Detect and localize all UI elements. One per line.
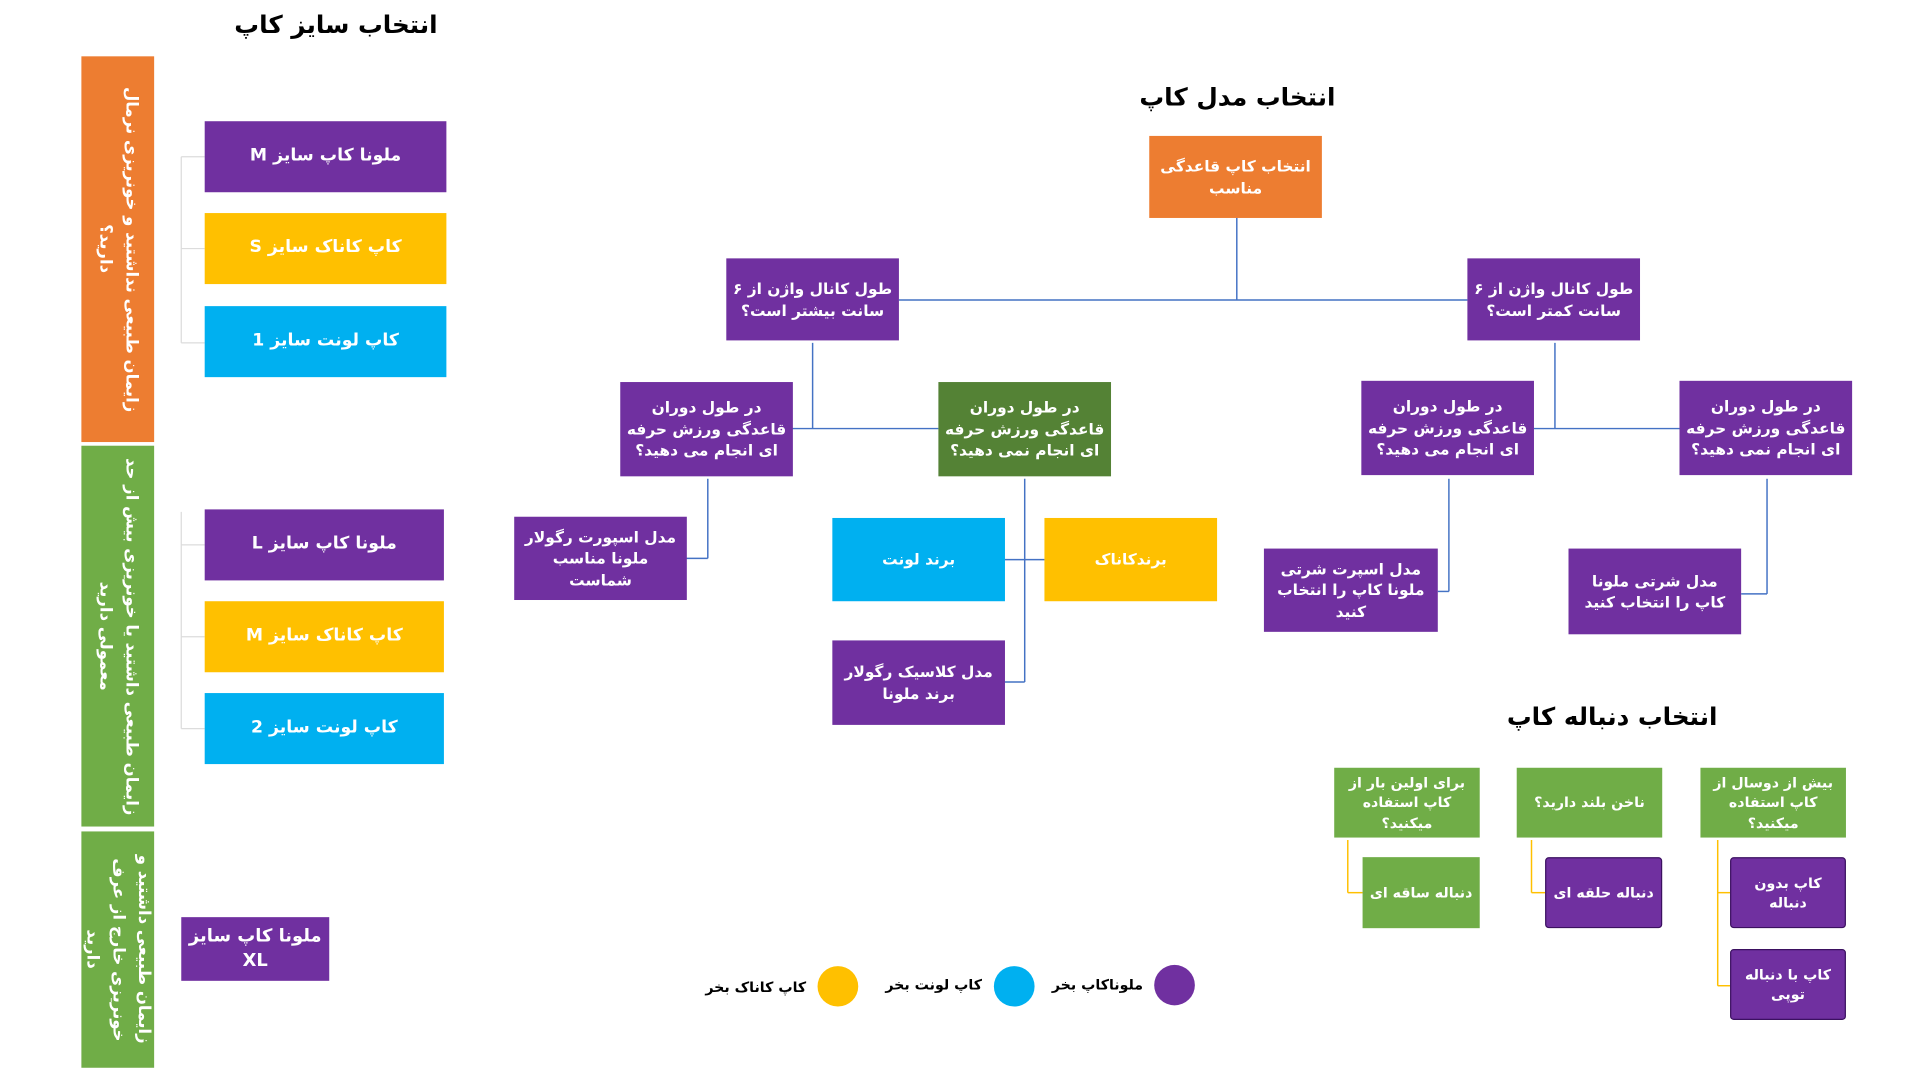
tail-question-experienced: بیش از دوسال از کاپ استفاده میکنید؟ xyxy=(1700,767,1846,838)
tail-question-long-nails: ناخن بلند دارید؟ xyxy=(1516,767,1663,838)
size-item-lunette-2: کاپ لونت سایز 2 xyxy=(204,693,444,765)
size-section-title: انتخاب سایز کاپ xyxy=(234,9,438,40)
model-root: انتخاب کاپ قاعدگی مناسب xyxy=(1149,135,1322,218)
tail-no-stem: کاپ بدون دنباله xyxy=(1730,857,1846,929)
legend-lunette-dot xyxy=(993,966,1035,1007)
size-band-2-label: زایمان طبیعی داشتید یا خونریزی بیش از حد… xyxy=(95,457,142,815)
size-band-3: زایمان طبیعی داشتید و خونریزی خارج از عر… xyxy=(81,831,155,1068)
size-item-melona-l: ملونا کاپ سایز L xyxy=(204,509,444,581)
tail-section-title: انتخاب دنباله کاپ xyxy=(1506,701,1718,732)
question-right-sport-yes: در طول دوران قاعدگی ورزش حرفه ای انجام م… xyxy=(1361,380,1534,476)
question-canal-longer: طول کانال واژن از ۶ سانت بیشتر است؟ xyxy=(726,258,899,341)
size-band-3-label: زایمان طبیعی داشتید و خونریزی خارج از عر… xyxy=(82,855,155,1045)
size-band-1: زایمان طبیعی نداشتید و خونریزی نرمال دار… xyxy=(81,56,155,443)
size-item-melona-m: ملونا کاپ سایز M xyxy=(204,121,447,193)
question-left-sport-no: در طول دوران قاعدگی ورزش حرفه ای انجام ن… xyxy=(938,382,1112,477)
question-left-sport-yes: در طول دوران قاعدگی ورزش حرفه ای انجام م… xyxy=(620,382,793,477)
result-melona-sport-regular: مدل اسپورت رگولار ملونا مناسب شماست xyxy=(514,516,687,601)
result-melona-classic: مدل کلاسیک رگولار برند ملونا xyxy=(832,640,1005,725)
size-item-melona-xl: ملونا کاپ سایز XL xyxy=(181,917,330,981)
question-right-sport-no: در طول دوران قاعدگی ورزش حرفه ای انجام ن… xyxy=(1679,380,1853,476)
legend-kanak-label: کاپ کاناک بخر xyxy=(705,978,807,996)
size-band-2: زایمان طبیعی داشتید یا خونریزی بیش از حد… xyxy=(81,445,155,827)
legend-lunette-label: کاپ لونت بخر xyxy=(885,975,982,994)
size-band-1-label: زایمان طبیعی نداشتید و خونریزی نرمال دار… xyxy=(95,86,142,412)
legend-melona-dot xyxy=(1154,964,1195,1006)
model-section-title: انتخاب مدل کاپ xyxy=(1139,82,1336,112)
result-melona-sport-short: مدل اسپرت شرتی ملونا کاپ را انتخاب کنید xyxy=(1263,548,1438,632)
size-item-kanak-s: کاپ کاناک سایز S xyxy=(204,213,447,285)
tail-ring-stem: دنباله حلقه ای xyxy=(1545,857,1663,929)
tail-ball-stem: کاپ با دنباله توپی xyxy=(1730,948,1846,1021)
legend-melona-label: ملوناکاپ بخر xyxy=(1051,975,1144,994)
tail-stick-stem: دنباله ساقه ای xyxy=(1362,857,1480,929)
tail-question-first-time: برای اولین بار از کاپ استفاده میکنید؟ xyxy=(1334,767,1480,838)
result-melona-short: مدل شرتی ملونا کاپ را انتخاب کنید xyxy=(1568,548,1742,635)
result-kanak: برندکاناک xyxy=(1044,517,1218,602)
size-item-lunette-1: کاپ لونت سایز 1 xyxy=(204,306,447,378)
legend-kanak-dot xyxy=(817,966,859,1007)
result-lunette: برند لونت xyxy=(832,517,1005,602)
question-canal-shorter: طول کانال واژن از ۶ سانت کمتر است؟ xyxy=(1467,258,1641,341)
size-item-kanak-m: کاپ کاناک سایز M xyxy=(204,601,444,673)
